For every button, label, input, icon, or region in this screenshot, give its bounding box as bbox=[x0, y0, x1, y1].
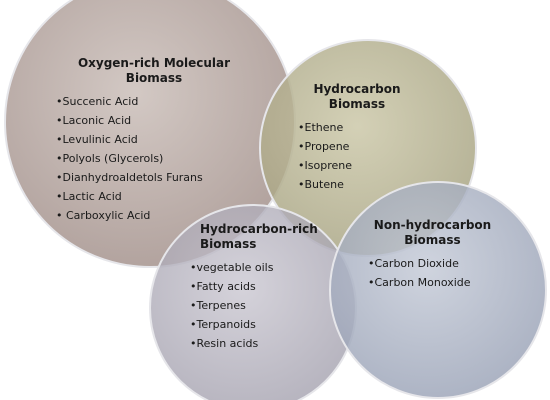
hydrocarbon-list: Ethene Propene Isoprene Butene bbox=[298, 118, 412, 194]
list-item: Succenic Acid bbox=[56, 92, 244, 111]
list-item: Carbon Dioxide bbox=[368, 254, 495, 273]
hydrocarbon-rich-block: Hydrocarbon-rich Biomass vegetable oils … bbox=[190, 222, 340, 353]
list-item: Carbon Monoxide bbox=[368, 273, 495, 292]
non-hydrocarbon-list: Carbon Dioxide Carbon Monoxide bbox=[368, 254, 495, 292]
list-item: Laconic Acid bbox=[56, 111, 244, 130]
hydrocarbon-rich-title: Hydrocarbon-rich Biomass bbox=[200, 222, 318, 251]
list-item: Resin acids bbox=[190, 334, 340, 353]
list-item: Butene bbox=[298, 175, 412, 194]
list-item: Isoprene bbox=[298, 156, 412, 175]
list-item: Levulinic Acid bbox=[56, 130, 244, 149]
hydrocarbon-title: Hydrocarbon Biomass bbox=[313, 82, 401, 111]
oxygen-rich-title: Oxygen-rich Molecular Biomass bbox=[77, 56, 231, 85]
list-item: Terpenes bbox=[190, 296, 340, 315]
non-hydrocarbon-title: Non-hydrocarbon Biomass bbox=[373, 218, 492, 247]
non-hydrocarbon-block: Non-hydrocarbon Biomass Carbon Dioxide C… bbox=[368, 218, 495, 292]
list-item: Terpanoids bbox=[190, 315, 340, 334]
oxygen-rich-list: Succenic Acid Laconic Acid Levulinic Aci… bbox=[56, 92, 244, 225]
list-item: Dianhydroaldetols Furans bbox=[56, 168, 244, 187]
list-item: Lactic Acid bbox=[56, 187, 244, 206]
hydrocarbon-block: Hydrocarbon Biomass Ethene Propene Isopr… bbox=[298, 82, 412, 194]
list-item: vegetable oils bbox=[190, 258, 340, 277]
list-item: Polyols (Glycerols) bbox=[56, 149, 244, 168]
list-item: Carboxylic Acid bbox=[56, 206, 244, 225]
list-item: Fatty acids bbox=[190, 277, 340, 296]
list-item: Propene bbox=[298, 137, 412, 156]
oxygen-rich-block: Oxygen-rich Molecular Biomass Succenic A… bbox=[56, 56, 244, 225]
hydrocarbon-rich-list: vegetable oils Fatty acids Terpenes Terp… bbox=[190, 258, 340, 353]
list-item: Ethene bbox=[298, 118, 412, 137]
